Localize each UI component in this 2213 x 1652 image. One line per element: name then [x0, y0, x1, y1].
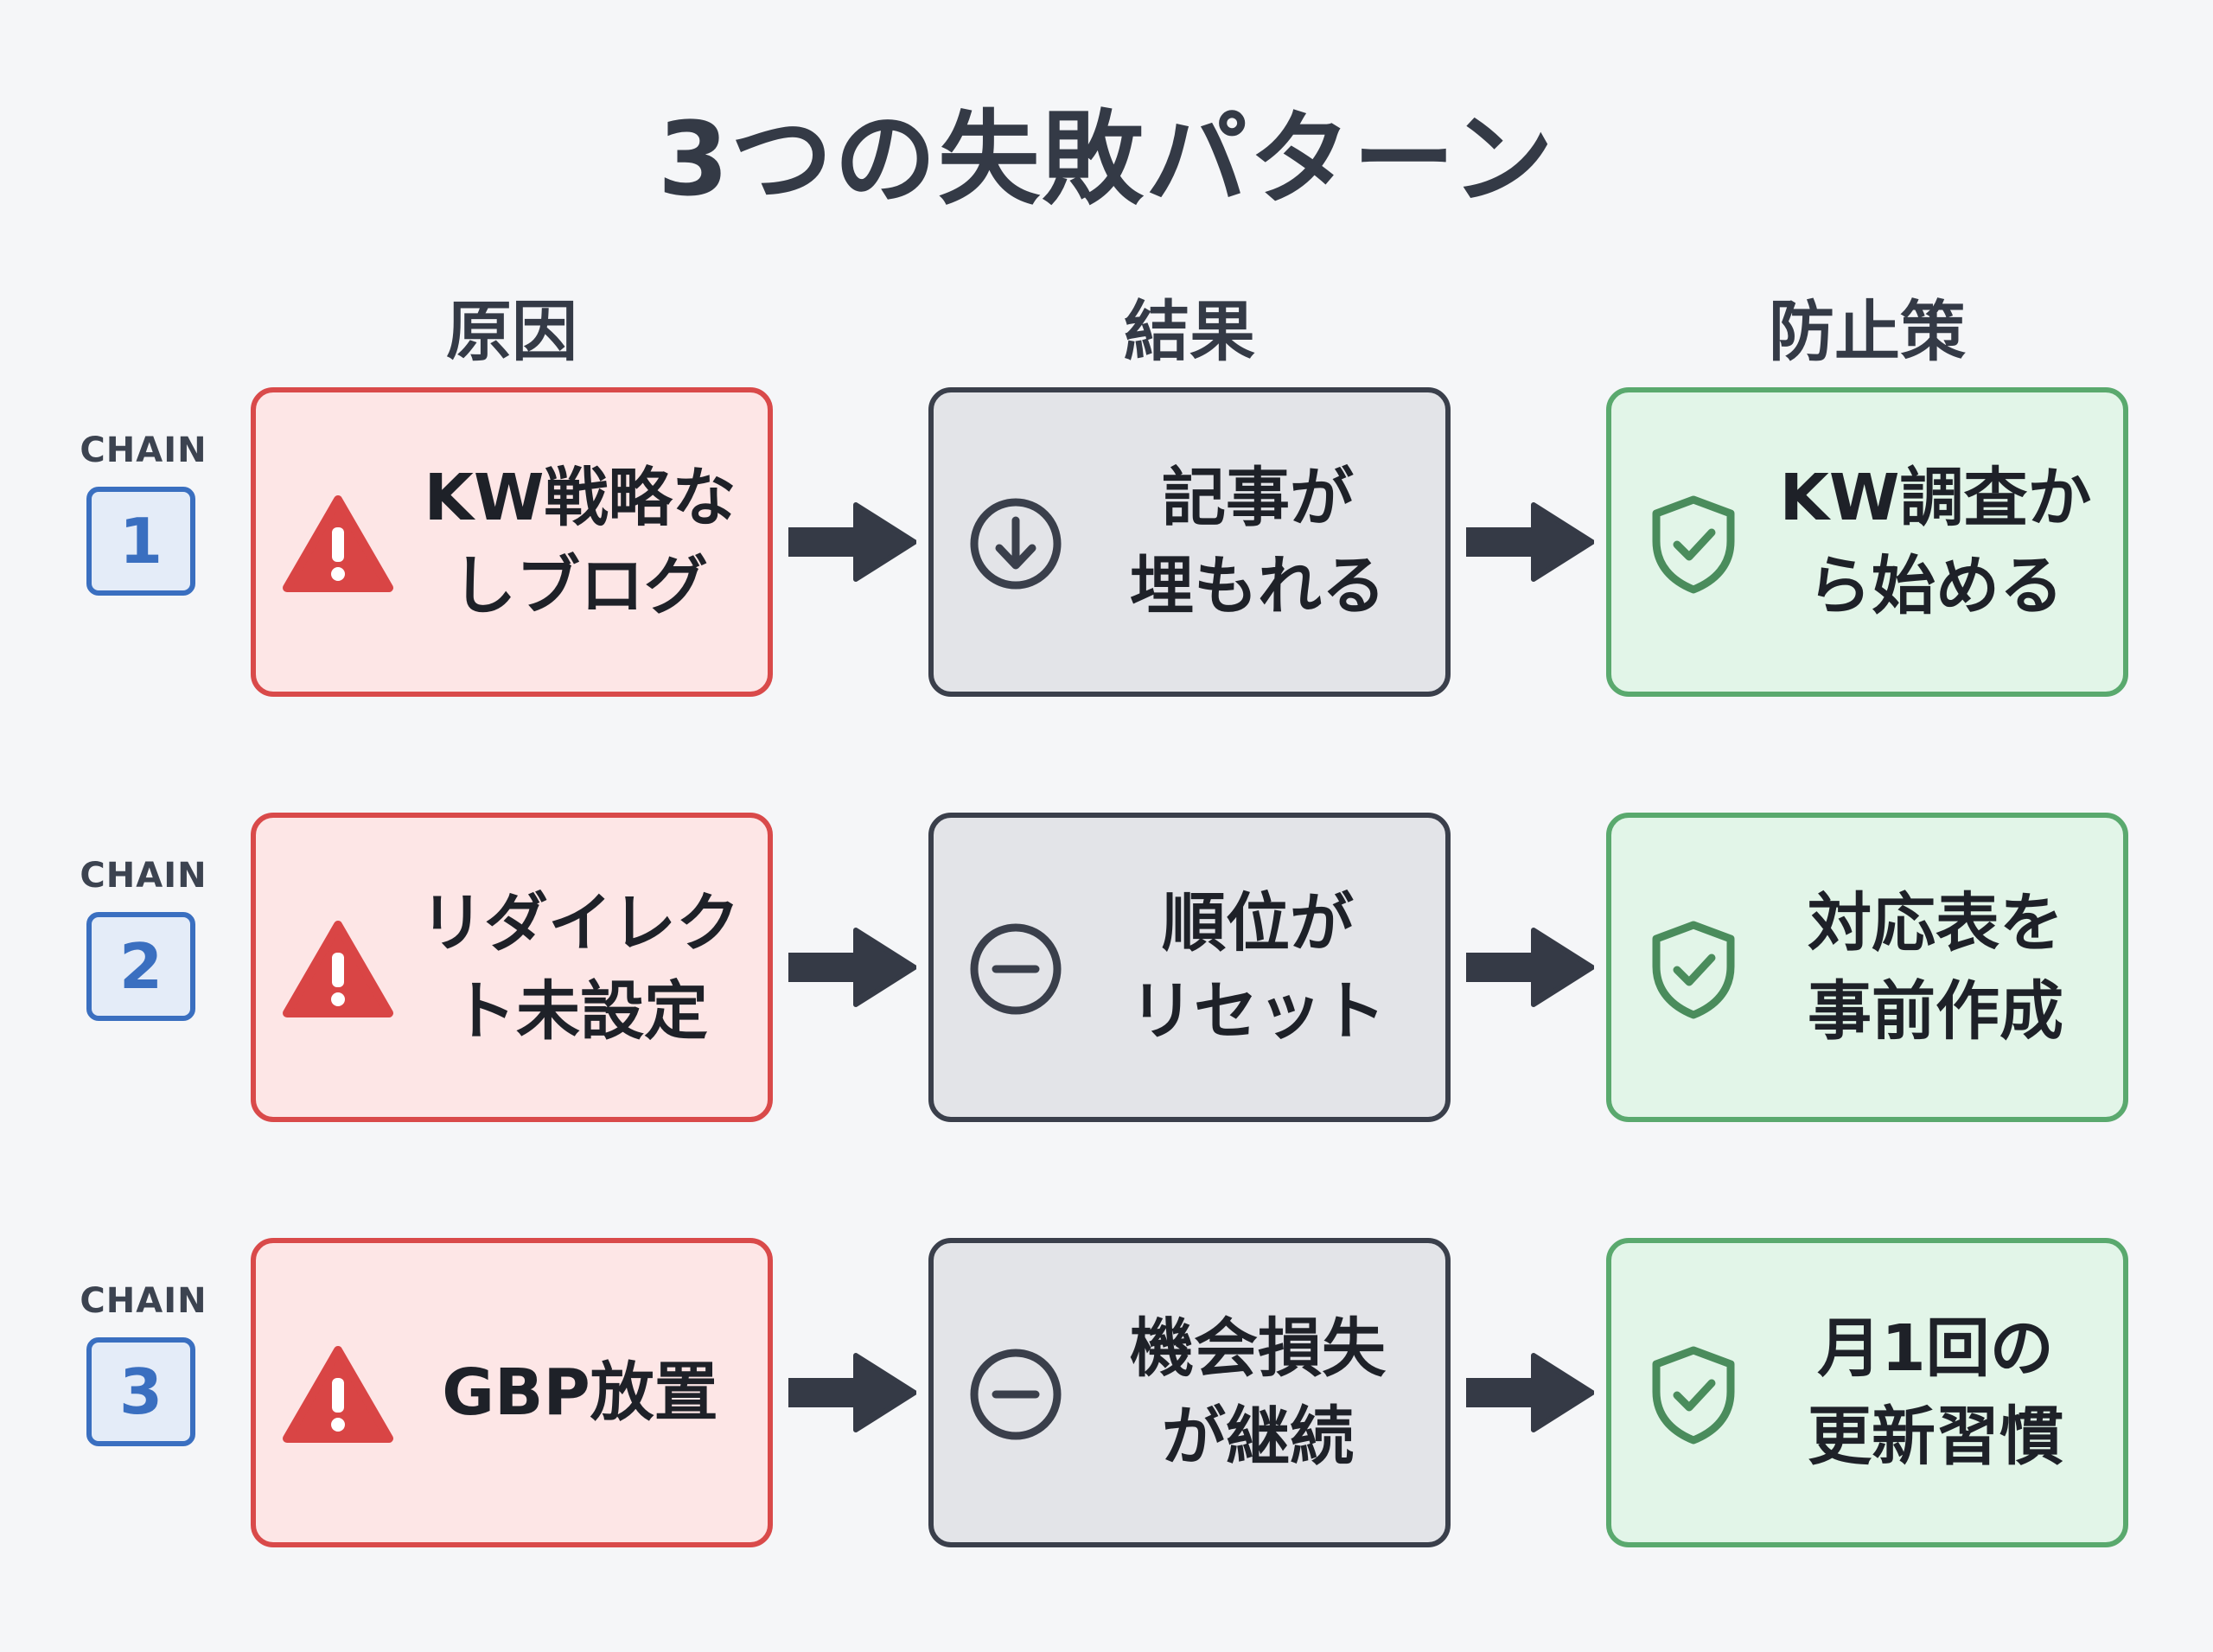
cause-box: GBP放置: [251, 1238, 773, 1547]
fix-text: 対応表を 事前作成: [1808, 885, 2063, 1049]
chain-number-badge: 2: [86, 912, 195, 1021]
result-text: 機会損失 が継続: [1130, 1311, 1386, 1474]
warning-icon: [283, 921, 393, 1017]
arrow-down-circle-icon: [970, 498, 1062, 590]
cause-box: リダイレク ト未設定: [251, 813, 773, 1122]
chain-row-3: CHAIN 3 GBP放置 機会損失 が継続 月1回の 更新習慣: [0, 1238, 2213, 1549]
fix-text: KW調査か ら始める: [1779, 460, 2092, 623]
shield-check-icon: [1652, 1346, 1735, 1445]
warning-icon: [283, 495, 393, 592]
minus-circle-icon: [970, 1349, 1062, 1440]
fix-box: 対応表を 事前作成: [1606, 813, 2128, 1122]
arrow-right-icon: [788, 928, 916, 1007]
column-header-cause: 原因: [446, 293, 577, 370]
cause-text: GBP放置: [442, 1355, 718, 1430]
result-text: 順位が リセット: [1130, 885, 1386, 1049]
column-header-fix: 防止策: [1769, 293, 1966, 370]
fix-box: 月1回の 更新習慣: [1606, 1238, 2128, 1547]
cause-box: KW戦略な しブログ: [251, 387, 773, 697]
page-title: 3つの失敗パターン: [657, 99, 1556, 219]
result-box: 記事が 埋もれる: [928, 387, 1451, 697]
chain-row-2: CHAIN 2 リダイレク ト未設定 順位が リセット 対応表を 事前作成: [0, 813, 2213, 1124]
shield-check-icon: [1652, 495, 1735, 594]
chain-label: CHAIN: [80, 856, 207, 896]
shield-check-icon: [1652, 921, 1735, 1019]
chain-number-badge: 1: [86, 487, 195, 596]
warning-icon: [283, 1346, 393, 1443]
arrow-right-icon: [788, 1353, 916, 1432]
arrow-right-icon: [788, 502, 916, 582]
arrow-right-icon: [1466, 502, 1594, 582]
chain-row-1: CHAIN 1 KW戦略な しブログ 記事が 埋もれる KW調査か ら始める: [0, 387, 2213, 698]
fix-text: 月1回の 更新習慣: [1808, 1311, 2063, 1474]
result-box: 順位が リセット: [928, 813, 1451, 1122]
fix-box: KW調査か ら始める: [1606, 387, 2128, 697]
column-header-result: 結果: [1124, 293, 1255, 370]
cause-text: リダイレク ト未設定: [420, 885, 740, 1049]
arrow-right-icon: [1466, 1353, 1594, 1432]
arrow-right-icon: [1466, 928, 1594, 1007]
result-text: 記事が 埋もれる: [1130, 460, 1386, 623]
result-box: 機会損失 が継続: [928, 1238, 1451, 1547]
minus-circle-icon: [970, 923, 1062, 1015]
cause-text: KW戦略な しブログ: [424, 460, 737, 623]
chain-number-badge: 3: [86, 1337, 195, 1446]
chain-label: CHAIN: [80, 431, 207, 470]
chain-label: CHAIN: [80, 1281, 207, 1321]
